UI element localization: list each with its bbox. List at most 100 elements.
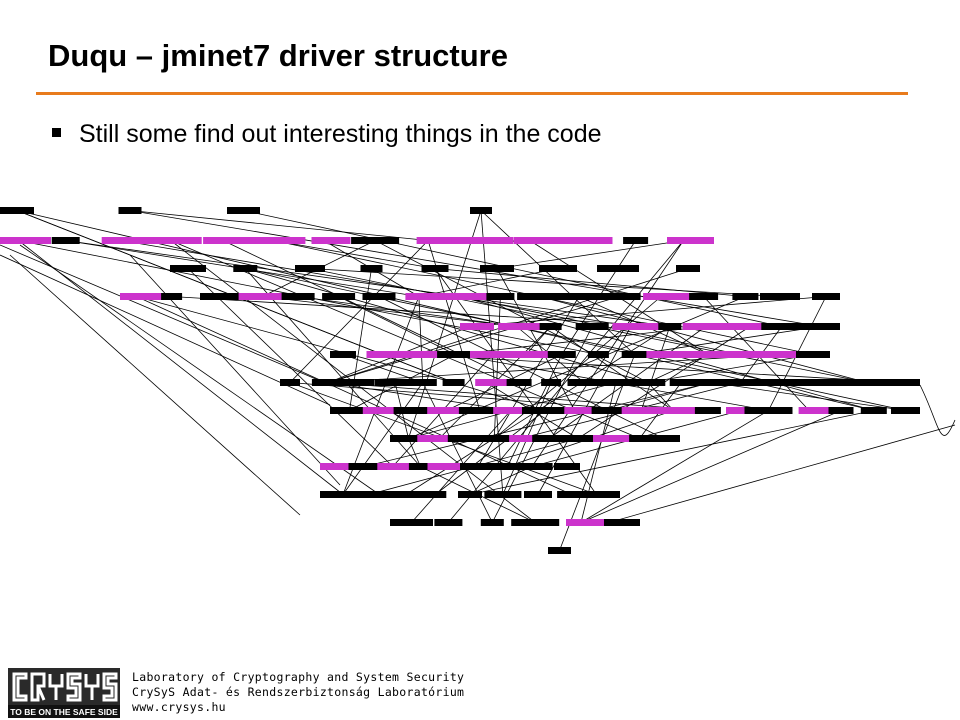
graph-node-sub bbox=[233, 265, 258, 272]
graph-edge bbox=[328, 354, 779, 383]
graph-edge bbox=[65, 240, 461, 297]
graph-node-import bbox=[475, 379, 512, 386]
graph-edge bbox=[342, 382, 424, 495]
graph-edge bbox=[418, 268, 559, 297]
graph-node-sub bbox=[390, 519, 433, 526]
graph-node-sub bbox=[621, 351, 648, 358]
graph-node-sub bbox=[486, 293, 515, 300]
graph-node-sub bbox=[669, 379, 693, 386]
graph-edge bbox=[374, 240, 648, 383]
graph-node-sub bbox=[424, 491, 447, 498]
call-graph-image bbox=[0, 207, 956, 554]
graph-node-sub bbox=[884, 379, 920, 386]
graph-edge bbox=[493, 296, 501, 439]
graph-edge bbox=[9, 254, 301, 516]
graph-node-sub bbox=[780, 379, 827, 386]
graph-node-sub bbox=[170, 265, 206, 272]
graph-node-sub bbox=[360, 265, 383, 272]
graph-node-sub bbox=[517, 293, 563, 300]
graph-edge bbox=[289, 240, 429, 383]
graph-node-import bbox=[451, 237, 514, 244]
graph-edge bbox=[0, 254, 331, 406]
graph-edge bbox=[525, 326, 551, 355]
graph-node-import bbox=[439, 293, 496, 300]
graph-node-import bbox=[720, 351, 773, 358]
graph-node-import bbox=[470, 351, 529, 358]
graph-node-sub bbox=[330, 351, 356, 358]
graph-edge bbox=[434, 268, 746, 297]
graph-node-import bbox=[621, 407, 675, 414]
graph-node-import bbox=[416, 237, 454, 244]
graph-edge bbox=[129, 210, 821, 327]
graph-node-sub bbox=[322, 293, 356, 300]
graph-node-import bbox=[120, 293, 167, 300]
graph-edge bbox=[136, 296, 572, 495]
graph-node-import bbox=[558, 237, 613, 244]
graph-node-import bbox=[362, 407, 410, 414]
graph-node-sub bbox=[630, 379, 666, 386]
graph-node-sub bbox=[393, 407, 443, 414]
graph-node-sub bbox=[480, 265, 514, 272]
graph-node-sub bbox=[860, 407, 887, 414]
graph-edge bbox=[171, 296, 670, 327]
graph-edge bbox=[129, 254, 341, 486]
graph-node-sub bbox=[362, 293, 396, 300]
graph-node-import bbox=[405, 293, 447, 300]
graph-node-sub bbox=[623, 237, 649, 244]
graph-edge bbox=[608, 382, 711, 411]
graph-edge bbox=[469, 466, 533, 495]
graph-node-sub bbox=[511, 463, 553, 470]
graph-edge bbox=[559, 354, 636, 551]
graph-node-sub bbox=[200, 293, 240, 300]
graph-node-sub bbox=[492, 463, 523, 470]
slide-title: Duqu – jminet7 driver structure bbox=[48, 38, 508, 73]
graph-node-sub bbox=[801, 323, 840, 330]
graph-edge bbox=[634, 326, 821, 355]
graph-node-sub bbox=[330, 407, 369, 414]
graph-edge bbox=[328, 382, 511, 411]
graph-node-import bbox=[643, 293, 694, 300]
graph-node-sub bbox=[280, 379, 300, 386]
graph-edge bbox=[328, 296, 620, 383]
graph-edge bbox=[273, 240, 436, 269]
footer-lab-name: Laboratory of Cryptography and System Se… bbox=[132, 670, 465, 684]
graph-edge bbox=[539, 296, 868, 383]
graph-node-import bbox=[696, 351, 735, 358]
graph-node-sub bbox=[539, 265, 577, 272]
graph-edge bbox=[245, 268, 421, 467]
graph-node-sub bbox=[691, 379, 731, 386]
graph-edge bbox=[136, 296, 454, 383]
graph-node-import bbox=[798, 407, 834, 414]
graph-node-sub bbox=[761, 323, 803, 330]
bullet-item: Still some find out interesting things i… bbox=[52, 120, 602, 149]
graph-nodes bbox=[0, 207, 920, 554]
graph-node-sub bbox=[511, 519, 560, 526]
footer-lab-name-hu: CrySyS Adat- és Rendszerbiztonság Labora… bbox=[132, 685, 465, 699]
graph-node-sub bbox=[597, 379, 634, 386]
graph-edge bbox=[328, 382, 708, 411]
graph-edge bbox=[298, 296, 517, 327]
graph-node-sub bbox=[845, 379, 889, 386]
graph-edge bbox=[469, 410, 874, 495]
graph-node-sub bbox=[587, 351, 609, 358]
graph-node-sub bbox=[604, 519, 640, 526]
graph-node-sub bbox=[353, 491, 385, 498]
footer-text: Laboratory of Cryptography and System Se… bbox=[132, 670, 464, 715]
graph-edge bbox=[364, 382, 711, 467]
graph-node-import bbox=[564, 407, 600, 414]
graph-node-import bbox=[667, 237, 714, 244]
graph-node-sub bbox=[575, 323, 609, 330]
graph-node-import bbox=[653, 407, 708, 414]
graph-node-sub bbox=[554, 463, 580, 470]
graph-node-sub bbox=[458, 407, 501, 414]
graph-node-sub bbox=[447, 435, 478, 442]
graph-edge bbox=[455, 326, 706, 355]
graph-node-sub bbox=[295, 265, 325, 272]
graph-node-sub bbox=[484, 491, 522, 498]
graph-node-import bbox=[646, 351, 704, 358]
graph-node-sub bbox=[541, 379, 562, 386]
graph-node-sub bbox=[161, 293, 183, 300]
graph-edge bbox=[245, 268, 906, 411]
graph-node-import bbox=[0, 237, 51, 244]
graph-node-sub bbox=[760, 293, 800, 300]
